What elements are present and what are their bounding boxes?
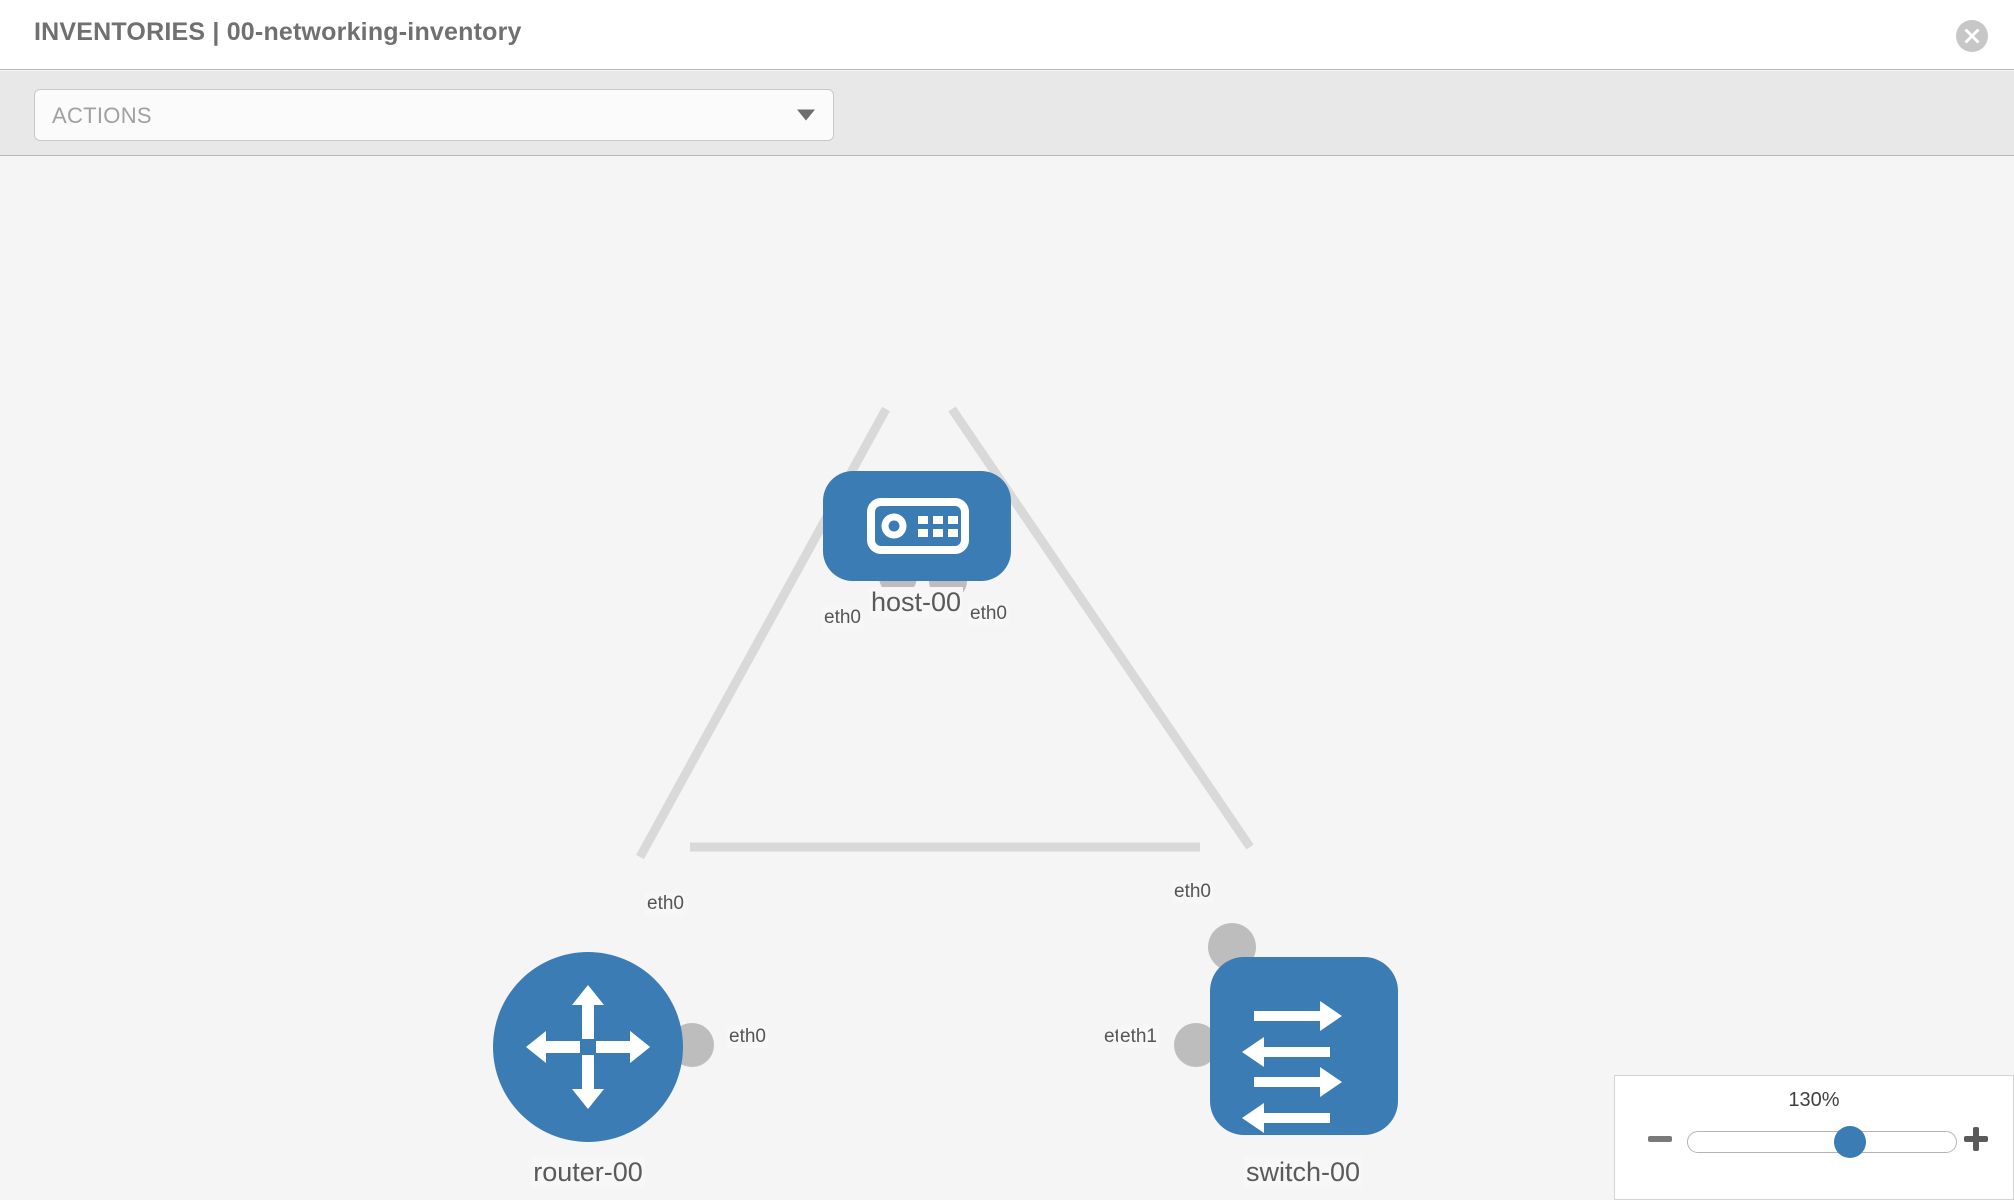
router-icon: [526, 985, 650, 1109]
node-label-switch: switch-00: [1243, 1157, 1363, 1188]
zoom-slider-thumb[interactable]: [1834, 1126, 1866, 1158]
topology-canvas[interactable]: host-00 router-00 switch-00 eth0 eth0 et…: [0, 157, 2014, 1200]
page-title: INVENTORIES | 00-networking-inventory: [34, 18, 522, 46]
iface-label-switch-west: eth1: [1118, 1026, 1159, 1048]
server-icon: [867, 498, 969, 554]
page-header: INVENTORIES | 00-networking-inventory: [0, 0, 2014, 70]
iface-label-host-right: eth0: [968, 603, 1009, 625]
node-label-host: host-00: [868, 587, 964, 618]
zoom-slider[interactable]: [1687, 1126, 1957, 1158]
switch-icon: [1242, 1001, 1342, 1133]
zoom-out-button[interactable]: [1645, 1124, 1675, 1154]
iface-label-host-left: eth0: [822, 607, 863, 629]
close-icon: [1964, 28, 1980, 44]
toolbar: ACTIONS SEARCH: [0, 71, 2014, 212]
iface-label-router-east: eth0: [727, 1026, 768, 1048]
node-label-router: router-00: [531, 1157, 645, 1188]
iface-label-switch-north: eth0: [1172, 881, 1213, 903]
minus-icon: [1648, 1136, 1672, 1142]
port-switch-west[interactable]: [1174, 1023, 1218, 1067]
plus-icon: [1964, 1127, 1988, 1151]
zoom-level-label: 130%: [1788, 1089, 1840, 1111]
zoom-control-panel: 130%: [1614, 1075, 2014, 1200]
node-router-00[interactable]: [493, 952, 683, 1142]
actions-dropdown-label: ACTIONS: [52, 103, 152, 128]
chevron-down-icon: [797, 109, 815, 121]
iface-label-router-north: eth0: [645, 893, 686, 915]
link-host-switch[interactable]: [948, 406, 1254, 850]
node-host-00[interactable]: [823, 471, 1011, 581]
actions-dropdown[interactable]: ACTIONS: [34, 89, 834, 141]
close-button[interactable]: [1956, 20, 1988, 52]
topology-graph: [493, 406, 1398, 1142]
zoom-in-button[interactable]: [1961, 1124, 1991, 1154]
node-switch-00[interactable]: [1210, 957, 1398, 1135]
